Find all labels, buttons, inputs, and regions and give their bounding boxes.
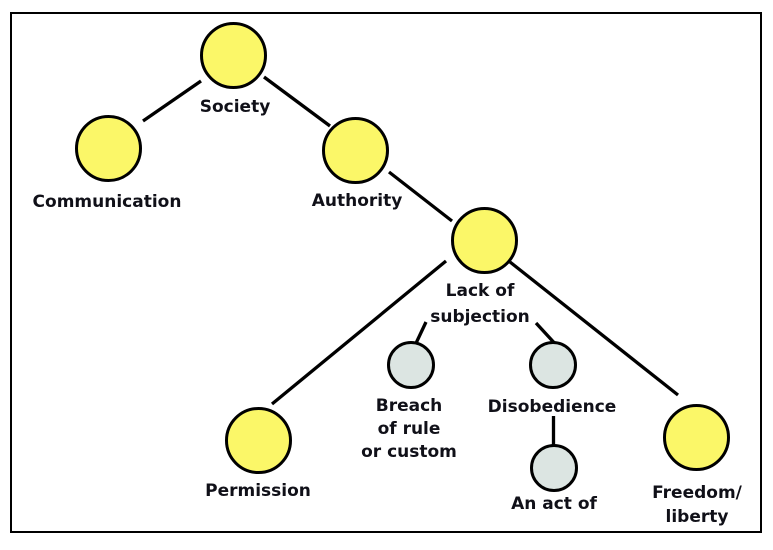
diagram-frame [10, 12, 762, 533]
label-breach-of-rule-or-custom: Breach of rule or custom [361, 396, 457, 462]
label-freedom-liberty: Freedom/ liberty [652, 483, 742, 527]
node-lack-of-subjection [451, 207, 518, 274]
label-lack-of-subjection: Lack of subjection [430, 281, 530, 327]
node-freedom-liberty [663, 404, 730, 471]
label-society: Society [199, 97, 271, 117]
label-permission: Permission [205, 481, 311, 501]
label-authority: Authority [311, 191, 403, 211]
edge-authority-lack [387, 170, 454, 223]
edge-lack-freedom [508, 260, 680, 397]
node-permission [225, 407, 292, 474]
node-communication [75, 115, 142, 182]
node-disobedience [529, 341, 577, 389]
node-society [200, 22, 267, 89]
edge-society-authority [263, 75, 331, 128]
edge-society-communication [142, 79, 202, 123]
node-breach-of-rule-or-custom [387, 341, 435, 389]
label-disobedience: Disobedience [487, 397, 617, 417]
label-communication: Communication [32, 192, 182, 212]
label-an-act-of: An act of [511, 494, 597, 514]
node-an-act-of [530, 444, 578, 492]
node-authority [322, 117, 389, 184]
edge-lack-permission [270, 259, 448, 406]
